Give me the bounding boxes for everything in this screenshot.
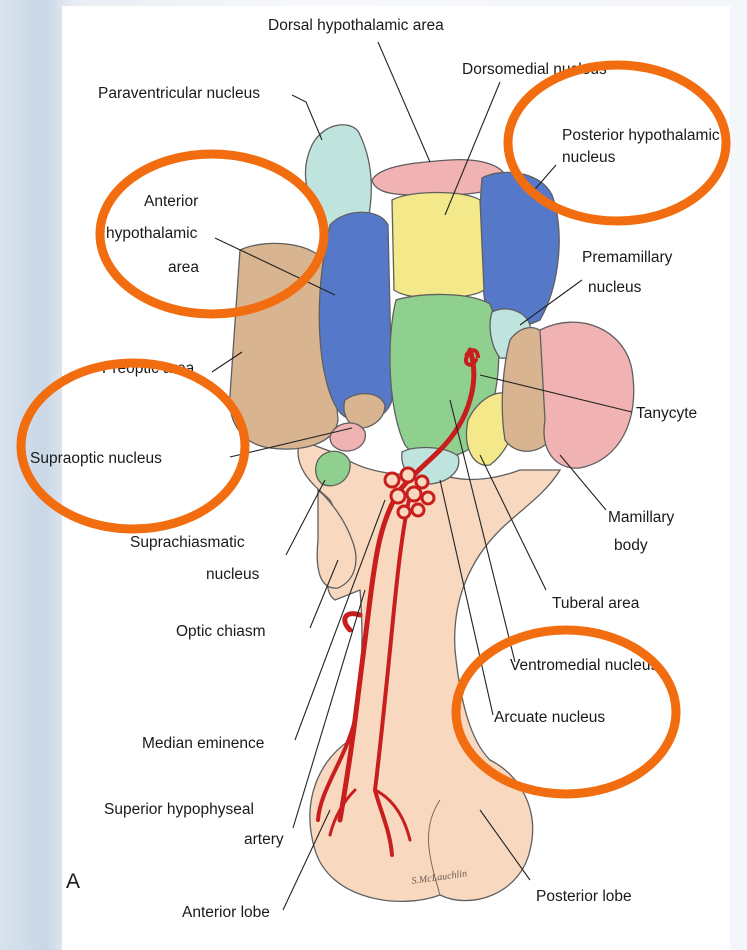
label-anterior-hypothalamic-l2: hypothalamic (106, 225, 198, 242)
panel-letter: A (66, 870, 80, 893)
supraoptic-nucleus-shape (330, 423, 365, 451)
label-paraventricular-nucleus: Paraventricular nucleus (98, 85, 260, 102)
anterior-hypothalamic-shape (319, 212, 392, 421)
label-dorsal-hypothalamic-area: Dorsal hypothalamic area (268, 17, 444, 34)
label-tuberal-area: Tuberal area (552, 595, 640, 612)
dorsomedial-nucleus-shape (392, 193, 484, 299)
label-arcuate-nucleus: Arcuate nucleus (494, 709, 605, 726)
label-suprachiasmatic-l1: Suprachiasmatic (130, 534, 245, 551)
label-superior-hypophyseal-l1: Superior hypophyseal (104, 801, 254, 818)
label-posterior-hypothalamic-l1: Posterior hypothalamic (562, 127, 720, 144)
label-posterior-lobe: Posterior lobe (536, 888, 632, 905)
label-superior-hypophyseal-l2: artery (244, 831, 284, 848)
label-suprachiasmatic-l2: nucleus (206, 566, 260, 583)
label-mamillary-l2: body (614, 537, 648, 554)
label-optic-chiasm: Optic chiasm (176, 623, 266, 640)
label-mamillary-l1: Mamillary (608, 509, 675, 526)
label-ventromedial-nucleus: Ventromedial nucleus (510, 657, 658, 674)
label-tanycyte: Tanycyte (636, 405, 697, 422)
label-median-eminence: Median eminence (142, 735, 264, 752)
mamillary-body-shape (540, 322, 634, 468)
label-anterior-hypothalamic-l1: Anterior (144, 193, 198, 210)
label-anterior-lobe: Anterior lobe (182, 904, 270, 921)
posterior-hypothalamic-shape (480, 172, 559, 326)
highlight-ring-supraoptic (21, 363, 245, 529)
label-supraoptic-nucleus: Supraoptic nucleus (30, 450, 162, 467)
label-posterior-hypothalamic-l2: nucleus (562, 149, 616, 166)
anatomy (230, 125, 634, 902)
label-premamillary-l2: nucleus (588, 279, 642, 296)
label-premamillary-l1: Premamillary (582, 249, 673, 266)
label-anterior-hypothalamic-l3: area (168, 259, 199, 276)
